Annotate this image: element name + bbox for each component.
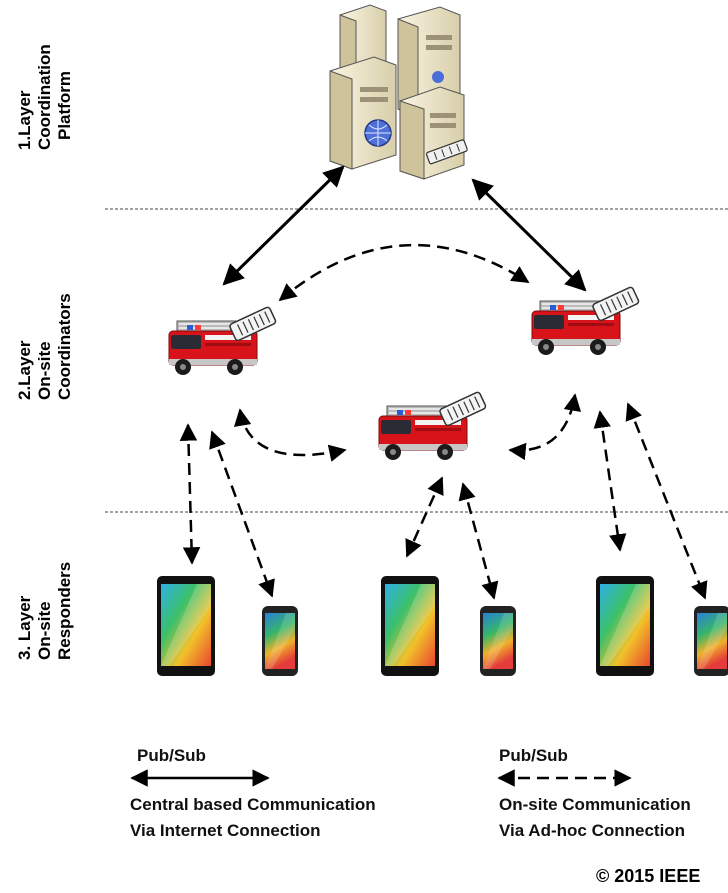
layer1-line3: Platform	[55, 71, 74, 140]
smartphone-icon	[262, 606, 298, 676]
fire-truck-icon	[168, 305, 278, 376]
legend-onsite: Pub/Sub On-site Communication Via Ad-hoc…	[497, 746, 691, 840]
tablet-icon	[157, 576, 215, 676]
layer1-label: 1.Layer Coordination Platform	[15, 44, 74, 150]
adhoc-link	[405, 476, 444, 558]
layer1-line1: 1.Layer	[15, 90, 34, 150]
adhoc-link	[233, 408, 347, 462]
adhoc-link	[179, 423, 201, 565]
adhoc-link	[278, 243, 530, 302]
adhoc-link	[458, 482, 499, 600]
layer3-line2: On-site	[35, 601, 54, 660]
adhoc-link	[508, 393, 582, 461]
central-link	[222, 165, 345, 286]
server-cluster-icon	[329, 4, 468, 180]
layer2-label: 2.Layer On-site Coordinators	[15, 293, 74, 400]
adhoc-link	[593, 410, 627, 552]
layer3-line1: 3. Layer	[15, 595, 34, 660]
layer2-line1: 2.Layer	[15, 340, 34, 400]
tablet-icon	[381, 576, 439, 676]
central-link	[471, 178, 587, 292]
smartphone-icon	[694, 606, 728, 676]
layer3-label: 3. Layer On-site Responders	[15, 562, 74, 660]
layer2-line3: Coordinators	[55, 293, 74, 400]
layer1-line2: Coordination	[35, 44, 54, 150]
tablet-icon	[596, 576, 654, 676]
legend-onsite-line2: Via Ad-hoc Connection	[499, 821, 685, 840]
legend-central: Pub/Sub Central based Communication Via …	[130, 746, 376, 840]
legend-central-line2: Via Internet Connection	[130, 821, 321, 840]
fire-truck-icon	[378, 390, 488, 461]
smartphone-icon	[480, 606, 516, 676]
adhoc-link	[209, 430, 275, 598]
layer2-line2: On-site	[35, 341, 54, 400]
copyright-notice: © 2015 IEEE	[596, 866, 700, 886]
legend-central-line1: Central based Communication	[130, 795, 376, 814]
adhoc-link	[625, 402, 708, 600]
legend-onsite-line1: On-site Communication	[499, 795, 691, 814]
layer3-line3: Responders	[55, 562, 74, 660]
legend-central-title: Pub/Sub	[137, 746, 206, 765]
fire-truck-icon	[531, 285, 641, 356]
legend-onsite-title: Pub/Sub	[499, 746, 568, 765]
